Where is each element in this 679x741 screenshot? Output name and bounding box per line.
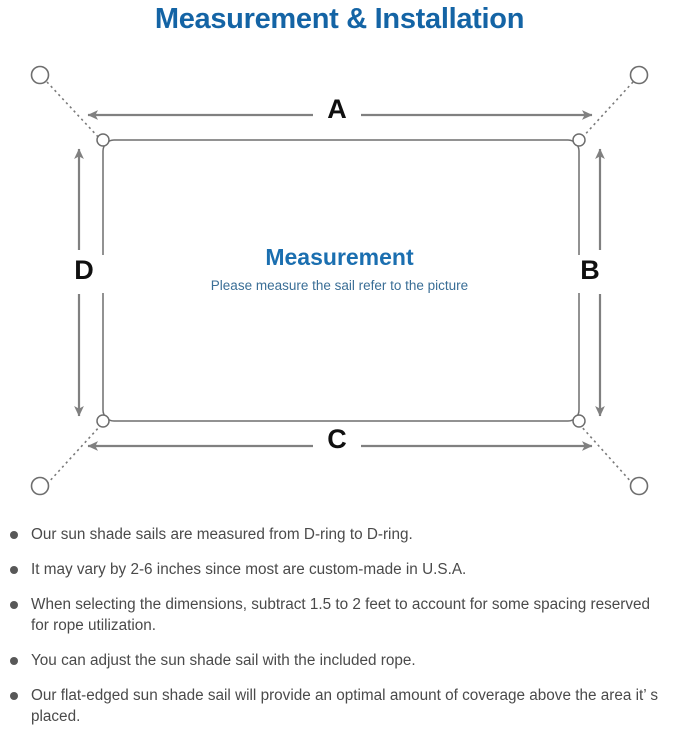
- anchor-point-bottom-left: [30, 476, 50, 496]
- anchor-point-top-left: [30, 65, 50, 85]
- bullet-icon: [10, 601, 18, 609]
- page-title: Measurement & Installation: [154, 3, 525, 35]
- anchor-point-bottom-right: [629, 476, 649, 496]
- d-ring-top-right: [572, 133, 586, 147]
- dimension-label-b: B: [570, 255, 610, 293]
- bullet-icon: [10, 657, 18, 665]
- rope-line-bottom-right: [579, 424, 634, 485]
- note-text: It may vary by 2-6 inches since most are…: [31, 561, 467, 578]
- note-text: When selecting the dimensions, subtract …: [31, 596, 651, 634]
- d-ring-top-left: [96, 133, 110, 147]
- sail-center-sublabel: Please measure the sail refer to the pic…: [210, 278, 469, 293]
- list-item: Our flat-edged sun shade sail will provi…: [0, 685, 679, 727]
- note-text: Our flat-edged sun shade sail will provi…: [31, 687, 658, 725]
- bullet-icon: [10, 692, 18, 700]
- note-text: You can adjust the sun shade sail with t…: [31, 652, 416, 669]
- bullet-icon: [10, 566, 18, 574]
- list-item: You can adjust the sun shade sail with t…: [0, 650, 679, 671]
- d-ring-bottom-left: [96, 414, 110, 428]
- rope-lines: [46, 81, 634, 485]
- dimension-label-d: D: [64, 255, 104, 293]
- notes-list: Our sun shade sails are measured from D-…: [0, 524, 679, 741]
- list-item: It may vary by 2-6 inches since most are…: [0, 559, 679, 580]
- rope-line-top-left: [46, 81, 102, 141]
- list-item: When selecting the dimensions, subtract …: [0, 594, 679, 636]
- anchor-points: [30, 65, 649, 496]
- measurement-diagram: [0, 44, 679, 514]
- note-text: Our sun shade sails are measured from D-…: [31, 526, 413, 543]
- dimension-label-c: C: [313, 424, 361, 454]
- d-rings: [96, 133, 586, 428]
- rope-line-top-right: [579, 81, 634, 141]
- dimension-label-a: A: [313, 94, 361, 124]
- list-item: Our sun shade sails are measured from D-…: [0, 524, 679, 545]
- bullet-icon: [10, 531, 18, 539]
- anchor-point-top-right: [629, 65, 649, 85]
- rope-line-bottom-left: [46, 424, 102, 485]
- d-ring-bottom-right: [572, 414, 586, 428]
- sail-center-label: Measurement: [265, 244, 414, 270]
- diagram-svg: [30, 65, 649, 496]
